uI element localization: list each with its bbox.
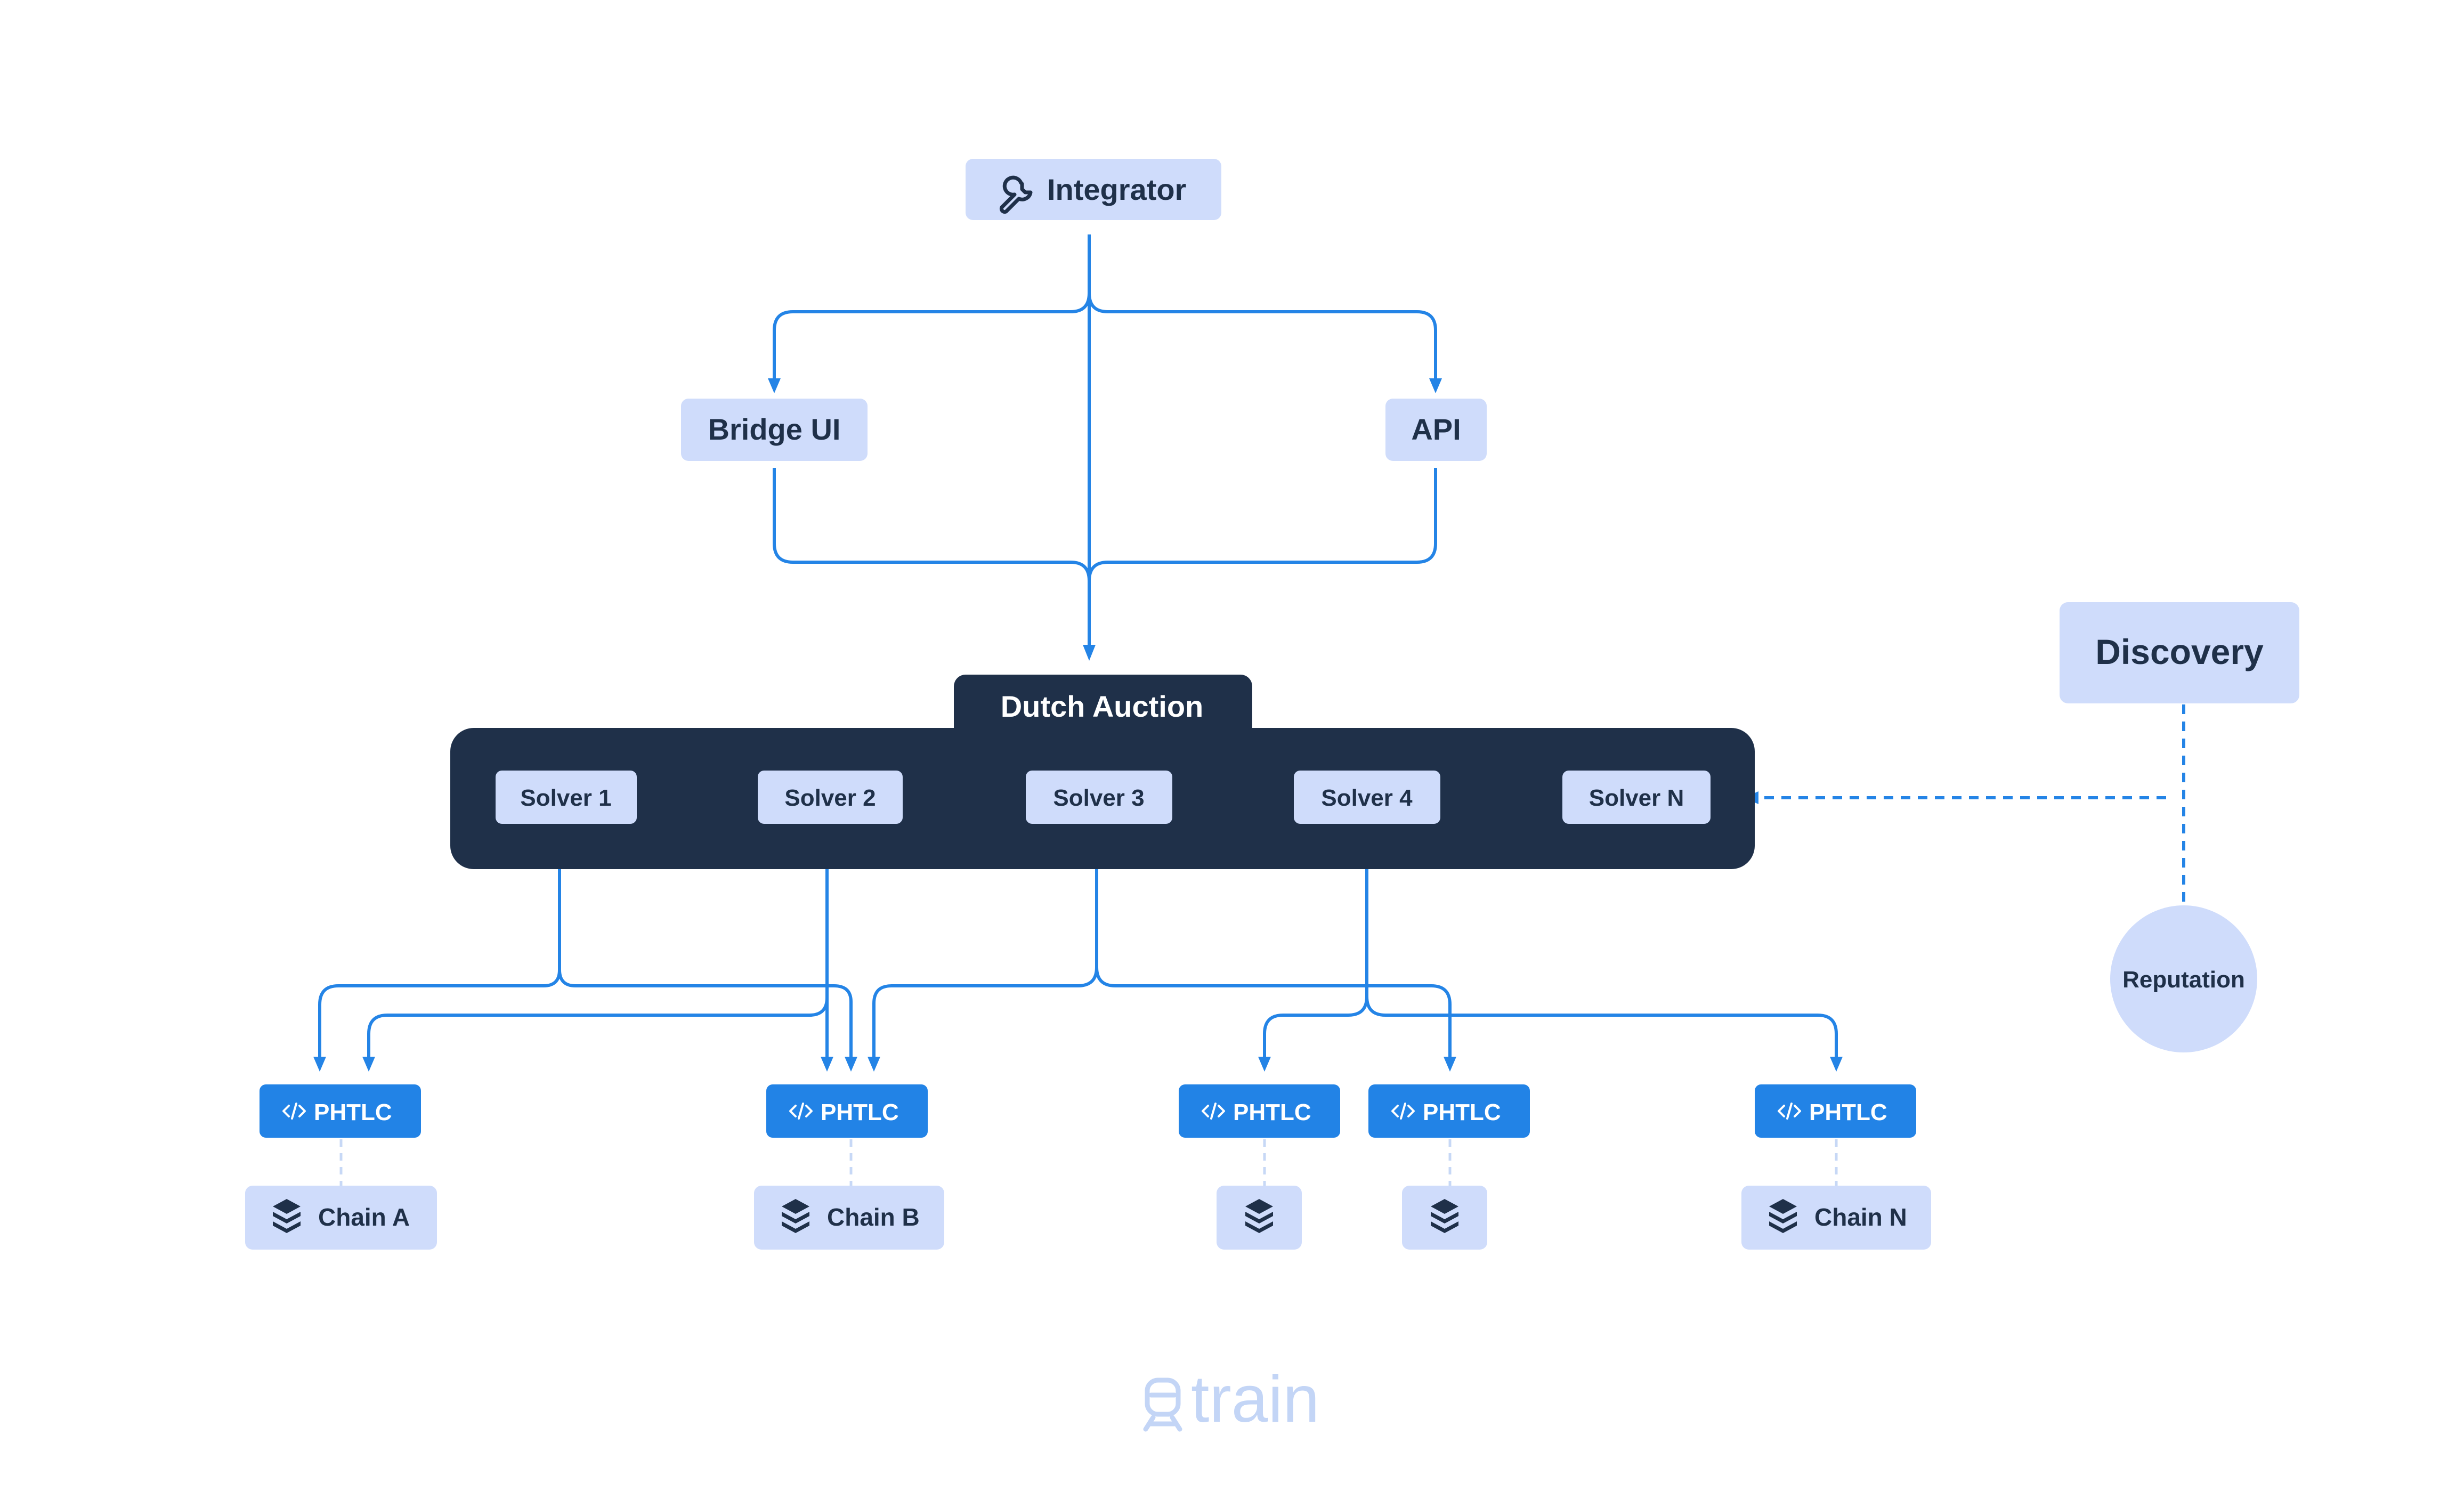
- bridge-ui-node[interactable]: Bridge UI: [681, 399, 868, 461]
- solver-3-to-phtlc-4-line: [1095, 967, 1452, 1063]
- solver-1-label: Solver 1: [520, 785, 611, 811]
- arrowhead: [1429, 378, 1442, 393]
- train-icon: [1143, 1377, 1182, 1432]
- api-label: API: [1411, 412, 1461, 446]
- arrowhead: [362, 1057, 375, 1072]
- layers-icon: [1245, 1199, 1273, 1233]
- phtlc-label: PHTLC: [1423, 1099, 1501, 1125]
- chain-n[interactable]: Chain N: [1741, 1186, 1931, 1250]
- code-icon: [789, 1103, 813, 1120]
- discovery-label: Discovery: [2095, 632, 2264, 671]
- api-to-auction-line: [1088, 468, 1437, 581]
- solver-n-label: Solver N: [1589, 785, 1684, 811]
- layers-icon: [1769, 1199, 1797, 1233]
- chain-3[interactable]: [1217, 1186, 1302, 1250]
- integrator-to-bridge-ui-line: [773, 293, 1091, 384]
- phtlc-label: PHTLC: [1233, 1099, 1311, 1125]
- arrowhead: [821, 1057, 833, 1072]
- solver-n[interactable]: Solver N: [1562, 771, 1711, 824]
- chain-b-label: Chain B: [827, 1203, 920, 1231]
- arrowhead: [1083, 645, 1096, 661]
- arrowhead: [768, 378, 781, 393]
- solver-1-to-phtlc-a-line: [318, 826, 561, 1063]
- phtlc-a[interactable]: PHTLC: [260, 1084, 421, 1138]
- layers-icon: [782, 1199, 809, 1233]
- arrowhead: [1444, 1057, 1456, 1072]
- phtlc-n[interactable]: PHTLC: [1755, 1084, 1916, 1138]
- chain-a[interactable]: Chain A: [245, 1186, 437, 1250]
- phtlc-3[interactable]: PHTLC: [1179, 1084, 1340, 1138]
- reputation-node[interactable]: Reputation: [2110, 905, 2257, 1052]
- code-icon: [1391, 1103, 1415, 1120]
- integrator-node[interactable]: Integrator: [966, 159, 1221, 220]
- arrowhead: [313, 1057, 326, 1072]
- dutch-auction-panel: Dutch Auction Solver 1 Solver 2 Solver 3…: [450, 675, 1755, 869]
- code-icon: [1778, 1103, 1801, 1120]
- bridge-ui-label: Bridge UI: [708, 412, 841, 446]
- chain-a-label: Chain A: [318, 1203, 410, 1231]
- solver-1[interactable]: Solver 1: [496, 771, 637, 824]
- train-logo: train: [1143, 1363, 1319, 1436]
- phtlc-label: PHTLC: [1809, 1099, 1887, 1125]
- integrator-to-api-line: [1088, 293, 1437, 384]
- layers-icon: [273, 1199, 301, 1233]
- arrowhead: [1830, 1057, 1843, 1072]
- api-node[interactable]: API: [1385, 399, 1487, 461]
- phtlc-4[interactable]: PHTLC: [1368, 1084, 1530, 1138]
- solver-3[interactable]: Solver 3: [1026, 771, 1172, 824]
- chain-n-label: Chain N: [1814, 1203, 1907, 1231]
- wrench-icon: [999, 175, 1033, 214]
- code-icon: [282, 1103, 306, 1120]
- solver-2-label: Solver 2: [784, 785, 876, 811]
- chain-4[interactable]: [1402, 1186, 1487, 1250]
- arrowhead: [1258, 1057, 1271, 1072]
- arrowheads: [313, 378, 1843, 1072]
- connectors: [318, 234, 2185, 1186]
- solver-4-label: Solver 4: [1321, 785, 1413, 811]
- solver-3-label: Solver 3: [1053, 785, 1144, 811]
- phtlc-label: PHTLC: [821, 1099, 899, 1125]
- solver-2[interactable]: Solver 2: [758, 771, 903, 824]
- chain-b[interactable]: Chain B: [754, 1186, 944, 1250]
- reputation-label: Reputation: [2122, 967, 2245, 993]
- bridge-ui-to-auction-line: [773, 468, 1091, 581]
- solver-4[interactable]: Solver 4: [1294, 771, 1440, 824]
- auction-label: Dutch Auction: [1001, 690, 1204, 723]
- phtlc-label: PHTLC: [314, 1099, 392, 1125]
- integrator-label: Integrator: [1047, 173, 1186, 206]
- arrowhead: [868, 1057, 880, 1072]
- discovery-node[interactable]: Discovery: [2060, 602, 2299, 703]
- brand-name: train: [1191, 1363, 1319, 1436]
- solver-4-to-phtlc-3-line: [1263, 826, 1368, 1063]
- phtlc-row: PHTLC PHTLC PHTLC PHTLC: [260, 1084, 1916, 1138]
- solver-3-to-phtlc-b-line: [872, 826, 1098, 1063]
- chain-row: Chain A Chain B: [245, 1186, 1931, 1250]
- code-icon: [1202, 1103, 1225, 1120]
- phtlc-b[interactable]: PHTLC: [766, 1084, 928, 1138]
- solver-1-to-phtlc-b-line: [558, 969, 853, 1063]
- solver-4-to-phtlc-n-line: [1365, 996, 1838, 1063]
- layers-icon: [1431, 1199, 1458, 1233]
- arrowhead: [845, 1057, 857, 1072]
